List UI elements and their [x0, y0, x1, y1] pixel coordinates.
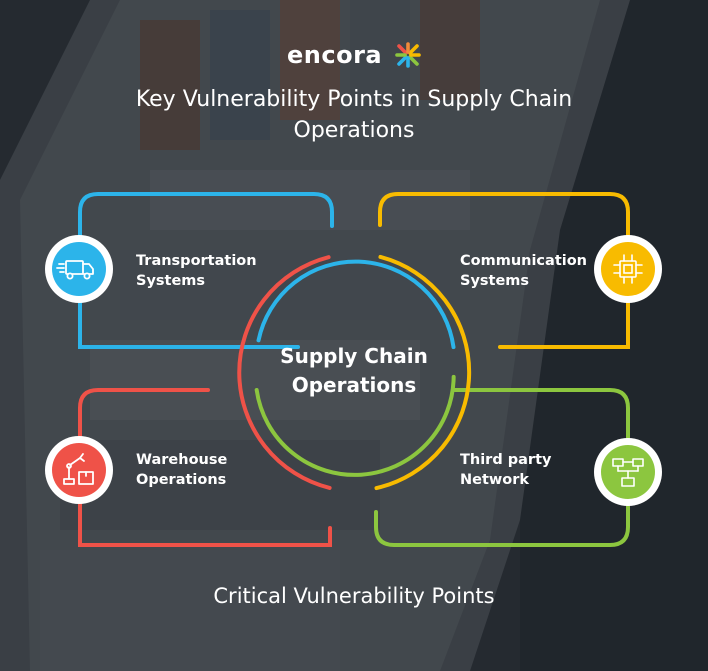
- center-arc-green: [254, 374, 456, 477]
- brand-pinwheel-icon: [395, 42, 421, 68]
- warehouse-icon-badge: [45, 436, 113, 504]
- transportation-icon-badge: [45, 235, 113, 303]
- robot-arm-icon: [63, 453, 94, 485]
- brand-name: encora: [287, 41, 383, 69]
- warehouse-label: Warehouse Operations: [136, 452, 228, 488]
- center-label: Supply Chain Operations: [280, 344, 428, 397]
- footer-caption: Critical Vulnerability Points: [213, 584, 495, 608]
- center-arc-yellow: [374, 254, 472, 491]
- transportation-label: Transportation Systems: [136, 253, 257, 289]
- communication-frame: [378, 192, 630, 349]
- center-arc-blue: [256, 259, 456, 350]
- transportation-frame: [78, 192, 334, 349]
- communication-icon-badge: [594, 235, 662, 303]
- truck-icon: [56, 260, 94, 280]
- brand-logo: encora: [0, 40, 708, 69]
- third-party-frame: [374, 388, 630, 547]
- third-party-label: Third party Network: [460, 452, 552, 488]
- communication-label: Communication Systems: [460, 253, 588, 289]
- network-computers-icon: [612, 458, 644, 487]
- page-title: Key Vulnerability Points in Supply Chain…: [135, 87, 573, 143]
- center-arc-red: [237, 255, 332, 490]
- third-party-icon-badge: [594, 438, 662, 506]
- circuit-chip-icon: [613, 254, 643, 284]
